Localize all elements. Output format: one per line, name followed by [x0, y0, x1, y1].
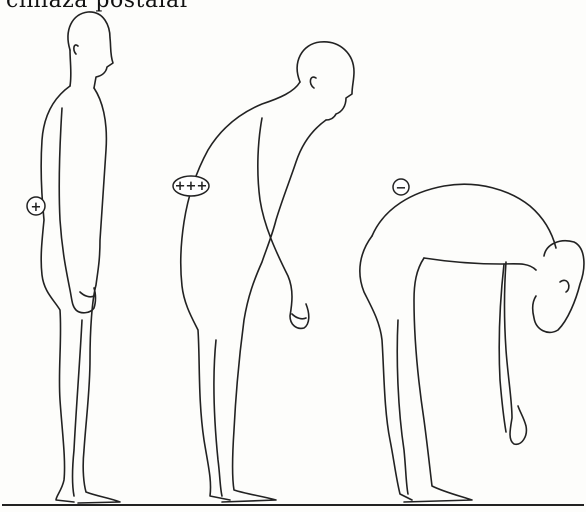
back-forward-lean — [181, 82, 300, 500]
head-forward-lean — [297, 42, 354, 120]
figure-forward-lean: +++ — [173, 42, 354, 502]
back-upright — [41, 86, 74, 502]
head-deep-bend — [533, 241, 584, 333]
ear-upright — [74, 45, 78, 54]
ear-forward-lean — [310, 77, 316, 88]
badge-deep-bend: − — [393, 179, 409, 196]
badge-upright-label: + — [31, 200, 42, 215]
torso-under-deep-bend — [424, 258, 536, 270]
badge-upright: + — [27, 197, 45, 215]
figure-upright: + — [27, 12, 120, 503]
arm-upright — [59, 108, 95, 313]
badge-forward-lean: +++ — [173, 176, 209, 196]
neck-back-upright — [70, 50, 71, 86]
front-forward-lean — [222, 120, 326, 502]
leg-front-deep-bend — [404, 258, 472, 502]
ear-deep-bend — [560, 280, 569, 292]
figure-deep-bend: − — [360, 179, 584, 502]
leg-inner-forward-lean — [214, 340, 222, 496]
badge-deep-bend-label: − — [396, 181, 407, 196]
head-upright — [68, 12, 113, 88]
arm-deep-bend — [499, 262, 526, 444]
leg-inner-deep-bend — [397, 320, 408, 494]
leg-inner-upright — [73, 320, 83, 496]
badge-forward-lean-label: +++ — [175, 179, 208, 194]
